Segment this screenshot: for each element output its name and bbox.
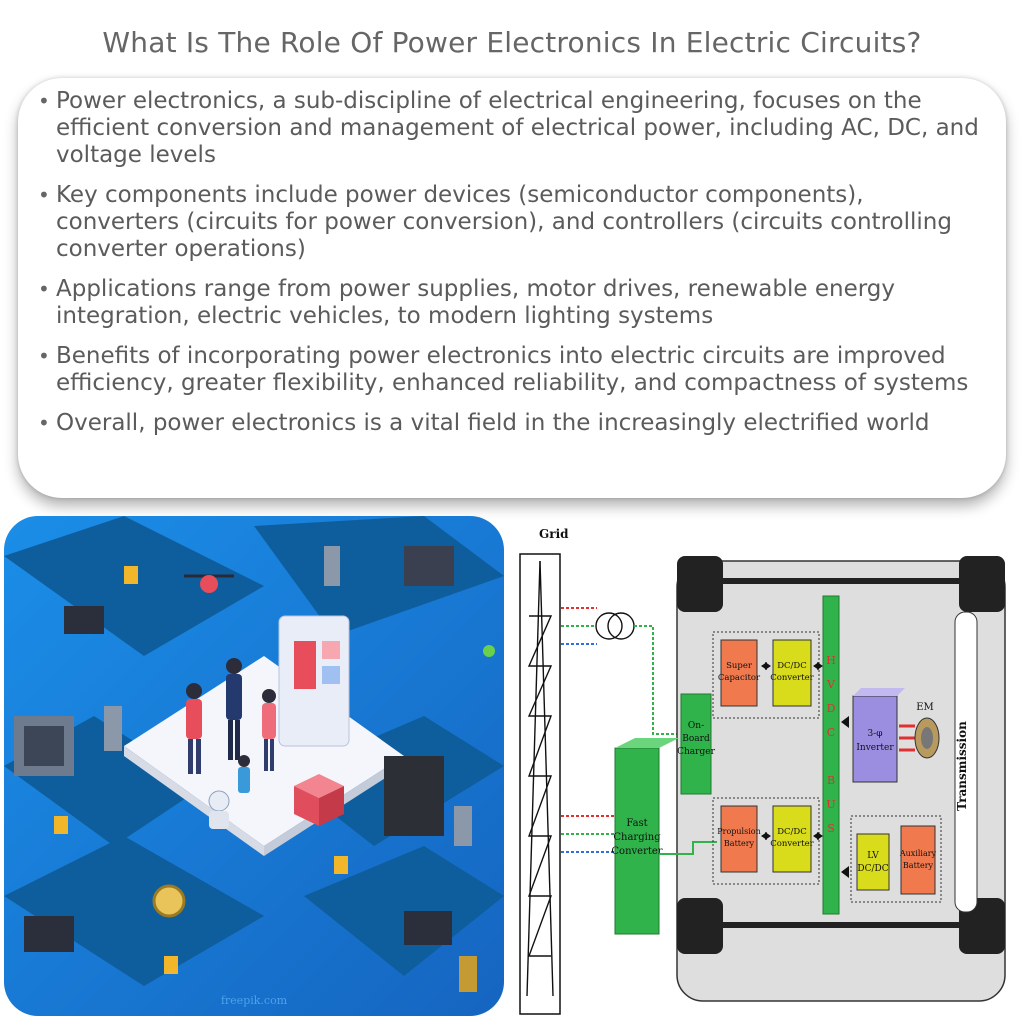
hvdc-bus-letter: V xyxy=(826,678,836,691)
inverter-output-arrows xyxy=(899,724,915,752)
electronics-illustration: freepik.com xyxy=(4,516,504,1016)
grid-tower-icon xyxy=(526,560,554,997)
bullet-item: Benefits of incorporating power electron… xyxy=(36,343,986,397)
inverter-label-2: Inverter xyxy=(856,743,894,753)
dcdc-converter-bottom xyxy=(772,805,812,873)
bullet-item: Applications range from power supplies, … xyxy=(36,276,986,330)
super-capacitor xyxy=(720,639,758,707)
hvdc-bus-letter: U xyxy=(826,798,835,811)
fast-charging-label-3: Converter xyxy=(611,846,662,857)
grid-label: Grid xyxy=(539,527,569,541)
propulsion-battery-label-1: Propulsion xyxy=(717,827,761,836)
fast-charging-converter xyxy=(614,747,660,935)
bidirectional-arrows xyxy=(761,662,849,878)
hvdc-bus-letter: D xyxy=(827,702,836,715)
lv-dcdc-label-1: LV xyxy=(867,851,879,861)
hvdc-bus-letter: H xyxy=(826,654,836,667)
hvdc-bus-letter: S xyxy=(827,822,835,835)
wheel-front-right xyxy=(959,556,1005,612)
dcdc-converter-top xyxy=(772,639,812,707)
circuit-board-image: freepik.com xyxy=(4,516,504,1016)
lv-dcdc-label-2: DC/DC xyxy=(857,864,888,874)
wheel-front-left xyxy=(677,556,723,612)
transmission-label: Transmission xyxy=(955,721,969,811)
dcdc-bottom-label-2: Converter xyxy=(770,839,814,849)
fast-charging-label-2: Charging xyxy=(613,832,661,843)
ev-block-diagram: Grid Fast Charging Conv xyxy=(519,527,1006,1015)
propulsion-battery-label-2: Battery xyxy=(724,839,755,848)
wheel-rear-right xyxy=(959,898,1005,954)
onboard-charger-label-3: Charger xyxy=(677,747,715,757)
dcdc-top-label-2: Converter xyxy=(770,673,814,683)
bullet-list: Power electronics, a sub-discipline of e… xyxy=(36,88,986,450)
dcdc-top-label-1: DC/DC xyxy=(777,661,807,671)
hvdc-bus-letter: B xyxy=(827,774,835,787)
ev-power-diagram: Grid Fast Charging Conv xyxy=(517,516,1020,1016)
three-phase-inverter xyxy=(852,695,898,783)
bullet-item: Power electronics, a sub-discipline of e… xyxy=(36,88,986,169)
super-capacitor-label-1: Super xyxy=(726,661,753,671)
em-label: EM xyxy=(916,702,934,713)
auxiliary-battery-label-2: Battery xyxy=(903,861,934,870)
bullet-item: Key components include power devices (se… xyxy=(36,182,986,263)
transmission-shaft xyxy=(954,611,978,913)
grid-tower-frame xyxy=(519,553,561,1015)
transformer-icon xyxy=(595,612,623,640)
bullet-item: Overall, power electronics is a vital fi… xyxy=(36,410,986,437)
image-watermark: freepik.com xyxy=(221,994,288,1007)
lv-dcdc-converter xyxy=(856,833,890,891)
wheel-rear-left xyxy=(677,898,723,954)
hvdc-bus-letter: C xyxy=(827,726,835,739)
propulsion-battery xyxy=(720,805,758,873)
onboard-charger-label-1: On- xyxy=(688,721,704,731)
ac-lines xyxy=(561,607,617,853)
page-title: What Is The Role Of Power Electronics In… xyxy=(102,26,922,59)
auxiliary-battery-label-1: Auxiliary xyxy=(899,849,937,858)
onboard-charger-label-2: Board xyxy=(682,734,710,744)
inverter-label-1: 3-φ xyxy=(867,729,882,739)
dcdc-bottom-label-1: DC/DC xyxy=(777,827,807,837)
super-capacitor-label-2: Capacitor xyxy=(718,673,761,683)
auxiliary-battery xyxy=(900,825,936,895)
onboard-charger xyxy=(680,693,712,795)
hvdc-bus xyxy=(822,595,840,915)
fast-charging-label-1: Fast xyxy=(626,818,647,829)
